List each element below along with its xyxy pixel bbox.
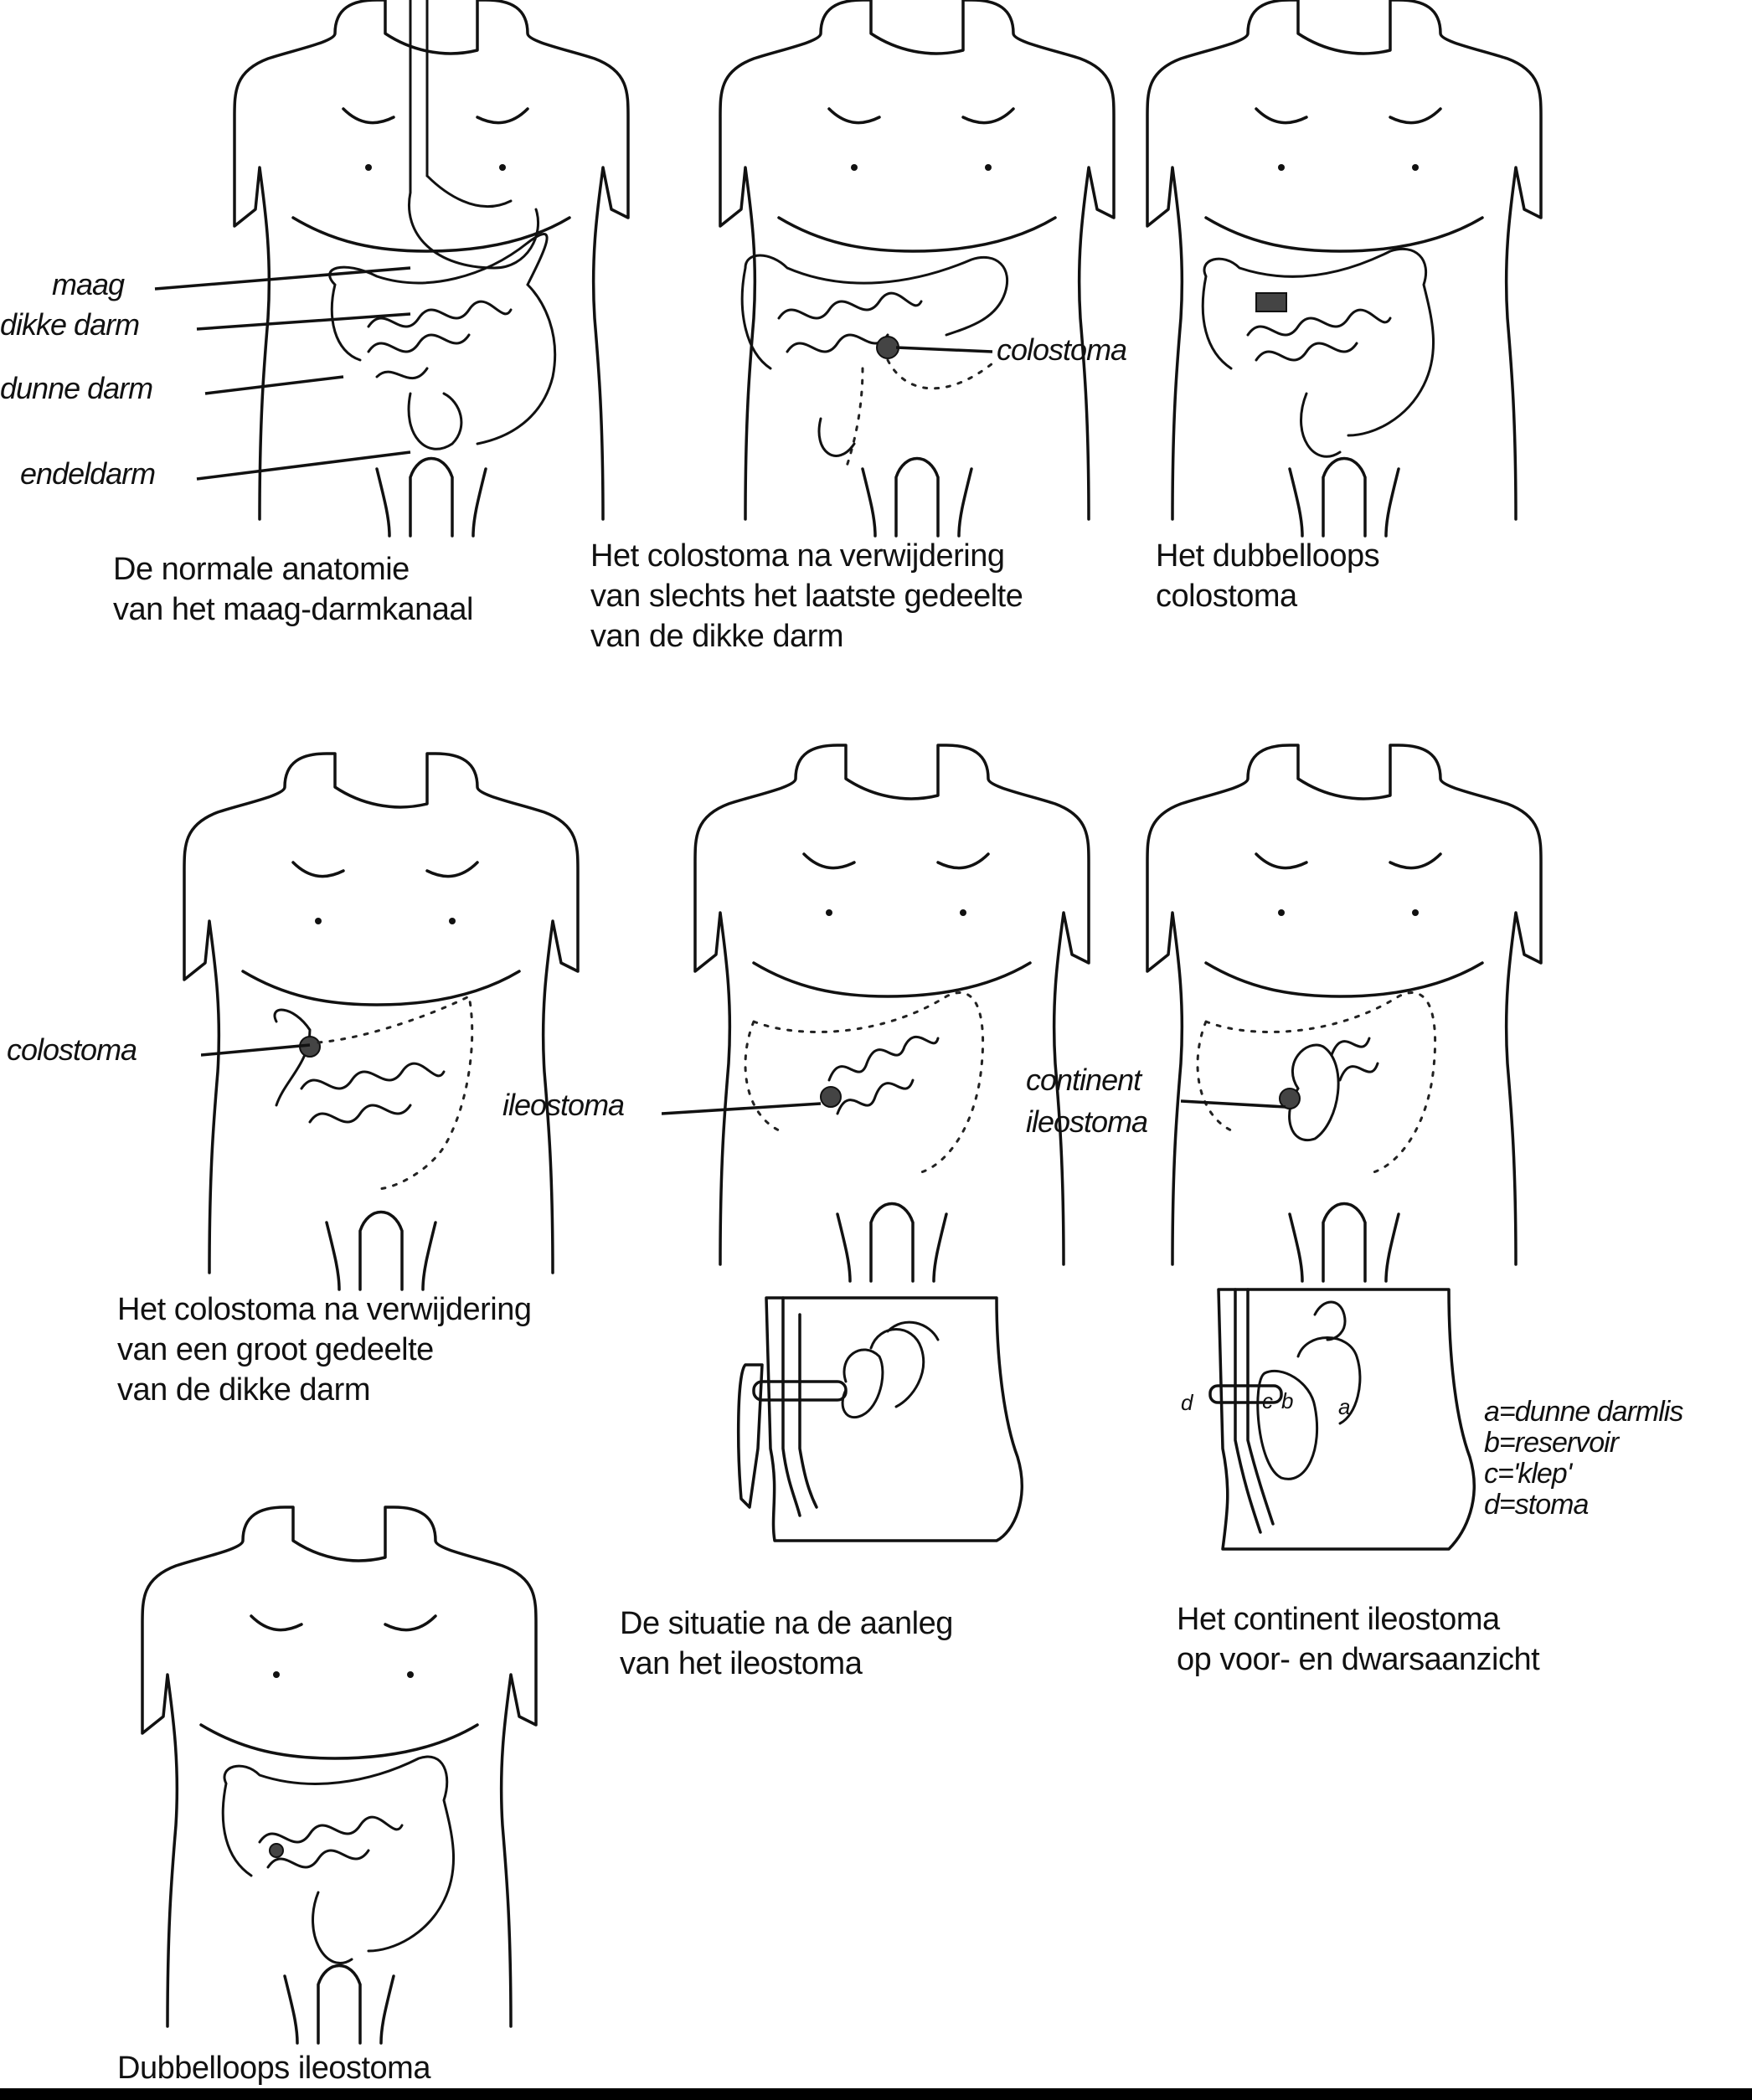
- section-letter-d: d: [1181, 1390, 1193, 1415]
- label-maag: maag: [52, 267, 125, 301]
- rectum: [407, 392, 463, 450]
- torso-illustration: [233, 0, 630, 538]
- torso-illustration: [141, 1506, 538, 2045]
- torso-illustration: [693, 744, 1090, 1283]
- section-letter-b: b: [1281, 1388, 1294, 1413]
- reservoir: [1256, 1369, 1319, 1480]
- double-loop-ileostoma-stoma: [269, 1843, 284, 1858]
- figure-ileostoma: [670, 744, 1105, 1283]
- torso-illustration: [183, 752, 580, 1291]
- leader-line-fig5: [662, 1102, 822, 1115]
- small-intestine: [1246, 308, 1392, 362]
- label-colostoma-fig4: colostoma: [7, 1032, 137, 1067]
- pouch: [736, 1363, 764, 1509]
- reservoir: [1288, 1043, 1340, 1142]
- figure-normal-anatomy: [209, 0, 645, 538]
- legend-item-c: c='klep': [1484, 1458, 1572, 1490]
- continent-ileostoma-stoma: [1279, 1088, 1301, 1109]
- section-letter-a: a: [1338, 1394, 1351, 1419]
- stoma-tube: [1208, 1384, 1283, 1404]
- figure-colostoma-partial: [695, 0, 1131, 538]
- label-ileostoma: ileostoma: [502, 1088, 625, 1122]
- torso-illustration: [1146, 744, 1543, 1283]
- section-letter-c: c: [1262, 1388, 1273, 1413]
- label-continent: continent: [1026, 1063, 1141, 1097]
- small-intestine: [827, 1035, 940, 1115]
- torso-illustration: [719, 0, 1116, 538]
- small-intestine-loop: [1296, 1300, 1362, 1425]
- leader-line-fig6: [1181, 1099, 1286, 1109]
- figure-double-loop-colostoma: [1122, 0, 1558, 538]
- large-intestine: [221, 1755, 456, 1953]
- leader-lines-fig1: [154, 266, 411, 481]
- small-intestine: [777, 291, 923, 353]
- label-ileostoma-continent: ileostoma: [1026, 1104, 1148, 1139]
- label-endeldarm: endeldarm: [20, 456, 156, 491]
- figure-double-loop-ileostoma: [117, 1506, 553, 2045]
- small-intestine-loops: [841, 1320, 940, 1419]
- large-intestine: [740, 254, 1009, 370]
- large-intestine: [328, 233, 557, 445]
- small-intestine: [367, 300, 513, 380]
- double-loop-stoma: [1255, 292, 1287, 312]
- caption-colostoma-partial: Het colostoma na verwijdering van slecht…: [590, 538, 1023, 654]
- legend-continent-ileostoma: a=dunne darmlis b=reservoir c='klep' d=s…: [1484, 1396, 1683, 1521]
- figure-ileostoma-cross-section: [720, 1281, 1038, 1566]
- esophagus: [409, 0, 429, 194]
- label-dikke-darm: dikke darm: [0, 307, 140, 342]
- caption-continent-ileostoma: Het continent ileostoma op voor- en dwar…: [1177, 1602, 1540, 1677]
- legend-item-a: a=dunne darmlis: [1484, 1396, 1683, 1428]
- legend-item-b: b=reservoir: [1484, 1427, 1619, 1459]
- leader-line-fig2: [896, 346, 993, 353]
- bottom-border-bar: [0, 2088, 1752, 2100]
- figure-colostoma-large: [159, 752, 595, 1291]
- legend-item-d: d=stoma: [1484, 1489, 1589, 1521]
- label-colostoma-fig2: colostoma: [997, 332, 1127, 367]
- caption-normal-anatomy: De normale anatomie van het maag-darmkan…: [113, 552, 473, 627]
- torso-illustration: [1146, 0, 1543, 538]
- ileostoma-stoma: [820, 1086, 842, 1108]
- caption-ileostoma: De situatie na de aanleg van het ileosto…: [620, 1606, 953, 1681]
- caption-double-loop-colostoma: Het dubbelloops colostoma: [1156, 538, 1380, 614]
- cross-section-illustration: [736, 1296, 1023, 1542]
- label-dunne-darm: dunne darm: [0, 371, 153, 405]
- caption-colostoma-large: Het colostoma na verwijdering van een gr…: [117, 1292, 532, 1408]
- figure-continent-ileostoma-cross-section: [1172, 1281, 1476, 1566]
- large-intestine: [1201, 247, 1435, 437]
- figure-continent-ileostoma: [1122, 744, 1558, 1283]
- cross-section-illustration: [1208, 1288, 1476, 1551]
- small-intestine: [258, 1815, 404, 1869]
- leader-line-fig4: [201, 1043, 311, 1057]
- caption-double-loop-ileostoma: Dubbelloops ileostoma: [117, 2051, 430, 2086]
- small-intestine: [300, 1062, 446, 1124]
